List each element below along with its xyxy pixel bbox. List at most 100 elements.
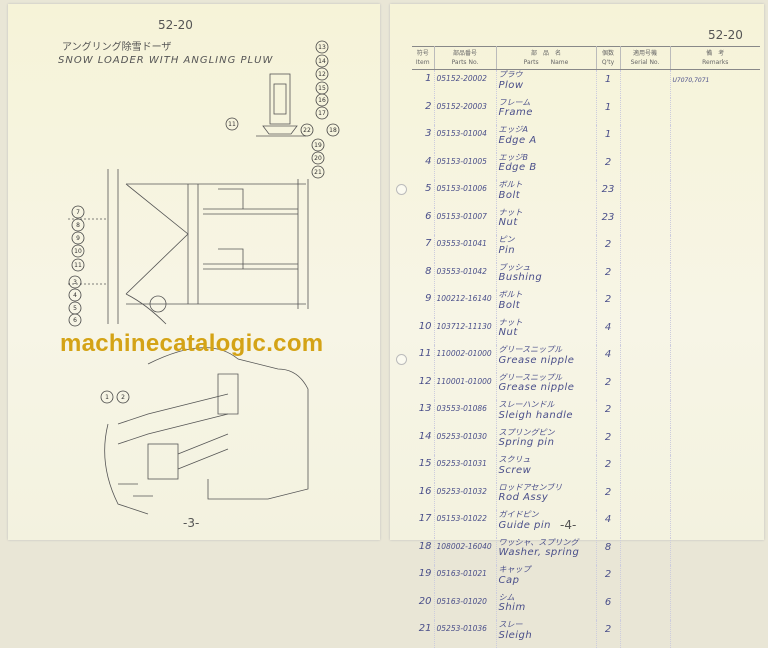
- quantity: 1: [596, 69, 621, 98]
- column-header-en: Q'ty: [601, 59, 615, 66]
- part-number: 05152-20002: [434, 69, 497, 98]
- callout-circle: [71, 218, 85, 232]
- callout-number: 2: [121, 394, 125, 401]
- quantity: 2: [596, 372, 621, 400]
- callout-circle: [300, 123, 314, 137]
- callout-number: 7: [76, 209, 80, 216]
- part-number: 03553-01042: [434, 262, 497, 290]
- left-page-diagram: 52-20 アングリング除雪ドーザ SNOW LOADER WITH ANGLI…: [8, 4, 380, 540]
- callout-number: 18: [329, 127, 337, 134]
- item-number: 15: [412, 455, 435, 483]
- callout-number: 16: [318, 97, 326, 104]
- quantity: 4: [596, 345, 621, 373]
- item-number: 6: [412, 207, 435, 235]
- part-name-en: Nut: [498, 217, 518, 228]
- serial-no: [620, 97, 671, 125]
- part-name-jp: ボルト: [498, 290, 523, 299]
- callout-number: 14: [318, 58, 326, 65]
- watermark: machinecatalogic.com: [60, 330, 324, 357]
- serial-no: [620, 482, 671, 510]
- quantity: 23: [596, 180, 621, 208]
- remarks: [670, 318, 760, 346]
- serial-no: [620, 565, 671, 593]
- part-name-jp: スプリングピン: [498, 427, 555, 437]
- remarks: [670, 620, 760, 648]
- part-number: 05152-20003: [434, 97, 497, 125]
- callout-number: 9: [76, 235, 80, 242]
- item-number: 17: [412, 510, 435, 538]
- page-code: 52-20: [158, 18, 193, 32]
- part-name-jp: スレー: [498, 620, 523, 629]
- callout-circle: [315, 106, 329, 120]
- item-number: 7: [412, 235, 435, 263]
- part-name-en: Nut: [498, 327, 518, 338]
- part-number: 108002-16040: [434, 537, 497, 565]
- callout-circle: [315, 54, 329, 68]
- part-name-en: Grease nipple: [498, 354, 575, 366]
- part-name-jp: ボルト: [498, 180, 523, 189]
- item-number: 18: [412, 537, 435, 565]
- callout-circle: [311, 165, 325, 179]
- part-number: 05163-01020: [434, 592, 497, 620]
- part-number: 05153-01004: [434, 125, 497, 153]
- part-name-en: Bushing: [498, 272, 543, 283]
- item-number: 4: [412, 152, 435, 180]
- part-number: 05253-01030: [434, 427, 497, 455]
- part-name-jp: ロッドアセンブリ: [498, 482, 563, 492]
- item-number: 12: [412, 372, 435, 400]
- callout-circle: [71, 205, 85, 219]
- part-name-en: Spring pin: [498, 437, 555, 448]
- part-name-en: Bolt: [498, 189, 521, 201]
- part-name-jp: ガイドピン: [498, 510, 539, 519]
- part-number: 05153-01006: [434, 180, 497, 208]
- part-name-jp: ピン: [498, 235, 515, 244]
- remarks: [670, 538, 760, 566]
- callout-number: 12: [318, 71, 326, 78]
- part-number: 05253-01032: [434, 482, 497, 510]
- quantity: 2: [596, 152, 621, 180]
- part-name-en: Edge A: [498, 134, 537, 146]
- part-name-en: Rod Assy: [498, 492, 549, 503]
- callout-circle: [68, 275, 82, 289]
- serial-no: [620, 345, 671, 373]
- remarks: [670, 510, 760, 538]
- callout-circle: [326, 123, 340, 137]
- callout-number: 21: [314, 169, 322, 176]
- part-name-en: Plow: [498, 79, 524, 91]
- page-number: -3-: [183, 516, 200, 530]
- quantity: 1: [596, 97, 621, 125]
- callout-circle: [100, 390, 114, 404]
- part-name-jp: ナット: [498, 317, 523, 327]
- item-number: 3: [412, 125, 435, 153]
- callout-circle: [68, 313, 82, 327]
- column-header-en: Item: [415, 59, 430, 66]
- serial-no: [620, 510, 671, 538]
- callout-circle: [71, 258, 85, 272]
- quantity: 2: [596, 290, 621, 318]
- quantity: 2: [596, 235, 621, 263]
- remarks: [670, 290, 760, 318]
